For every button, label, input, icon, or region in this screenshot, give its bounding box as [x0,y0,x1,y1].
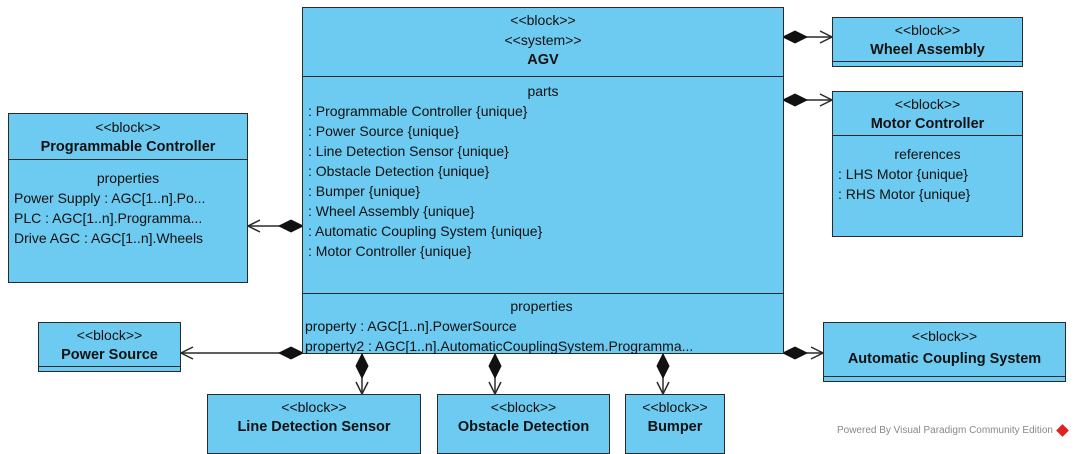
visual-paradigm-logo-icon [1056,423,1069,437]
programmable-controller-block[interactable]: <<block>> Programmable Controller proper… [8,113,248,283]
power-source-stereotype: <<block>> [76,327,143,343]
diamond-line-detection-sensor [355,352,369,380]
diamond-automatic-coupling-system [781,346,809,360]
agv-part: : Programmable Controller {unique} [308,103,528,119]
agv-parts-title: parts [527,83,559,99]
watermark-text: Powered By Visual Paradigm Community Edi… [836,425,1053,436]
motor-controller-block[interactable]: <<block>> Motor Controller references : … [832,91,1023,237]
agv-part: : Bumper {unique} [308,183,421,199]
agv-part: : Line Detection Sensor {unique} [308,143,509,159]
agv-name: AGV [527,52,559,68]
agv-properties-compartment: properties property : AGC[1..n].PowerSou… [303,293,783,356]
automatic-coupling-system-block[interactable]: <<block>> Automatic Coupling System [823,322,1066,382]
diamond-obstacle-detection [488,352,502,380]
motor-controller-references-title: references [894,146,961,162]
agv-property: property : AGC[1..n].PowerSource [305,318,517,334]
wheel-assembly-name: Wheel Assembly [870,42,985,58]
motor-controller-reference: : RHS Motor {unique} [838,186,971,202]
programmable-controller-property: Power Supply : AGC[1..n].Po... [14,190,206,206]
line-detection-sensor-stereotype: <<block>> [281,399,347,415]
agv-part: : Automatic Coupling System {unique} [308,223,543,239]
agv-parts-compartment: parts : Programmable Controller {unique}… [303,76,783,293]
obstacle-detection-name: Obstacle Detection [457,419,590,435]
bumper-block[interactable]: <<block>> Bumper [625,394,725,454]
automatic-coupling-system-stereotype: <<block>> [911,328,978,344]
programmable-controller-stereotype: <<block>> [95,119,161,135]
wheel-assembly-stereotype: <<block>> [894,22,961,38]
agv-part: : Motor Controller {unique} [308,243,472,259]
power-source-block[interactable]: <<block>> Power Source [38,322,181,372]
diamond-power-source [277,346,305,360]
bumper-stereotype: <<block>> [642,399,708,415]
agv-properties-title: properties [510,298,573,314]
line-detection-sensor-name: Line Detection Sensor [237,419,391,435]
programmable-controller-properties-title: properties [96,170,160,186]
obstacle-detection-stereotype: <<block>> [490,399,557,415]
agv-part: : Power Source {unique} [308,123,459,139]
diamond-wheel-assembly [781,30,809,44]
motor-controller-reference: : LHS Motor {unique} [838,166,968,182]
programmable-controller-properties: properties Power Supply : AGC[1..n].Po..… [9,159,247,248]
line-detection-sensor-block[interactable]: <<block>> Line Detection Sensor [207,394,421,454]
power-source-name: Power Source [61,347,158,363]
programmable-controller-property: PLC : AGC[1..n].Programma... [14,210,203,226]
agv-stereotype-system: <<system>> [504,32,582,48]
agv-part: : Wheel Assembly {unique} [308,203,475,219]
arrowhead-programmable-controller [246,219,261,233]
agv-block[interactable]: <<block>> <<system>> AGV parts : Program… [302,7,784,354]
arrowhead-power-source [179,346,194,360]
motor-controller-name: Motor Controller [870,116,985,132]
programmable-controller-name: Programmable Controller [40,139,216,155]
watermark: Powered By Visual Paradigm Community Edi… [836,423,1069,437]
diamond-programmable-controller [277,219,305,233]
agv-stereotype-block: <<block>> [510,12,576,28]
agv-part: : Obstacle Detection {unique} [308,163,490,179]
programmable-controller-property: Drive AGC : AGC[1..n].Wheels [14,230,204,246]
automatic-coupling-system-name: Automatic Coupling System [847,351,1042,367]
diamond-bumper [656,352,670,380]
bumper-name: Bumper [647,419,703,435]
motor-controller-references: references : LHS Motor {unique} : RHS Mo… [833,135,1022,204]
wheel-assembly-block[interactable]: <<block>> Wheel Assembly [832,17,1023,67]
diamond-motor-controller [781,93,809,107]
obstacle-detection-block[interactable]: <<block>> Obstacle Detection [437,394,610,454]
agv-property: property2 : AGC[1..n].AutomaticCouplingS… [305,338,694,354]
motor-controller-stereotype: <<block>> [894,96,961,112]
